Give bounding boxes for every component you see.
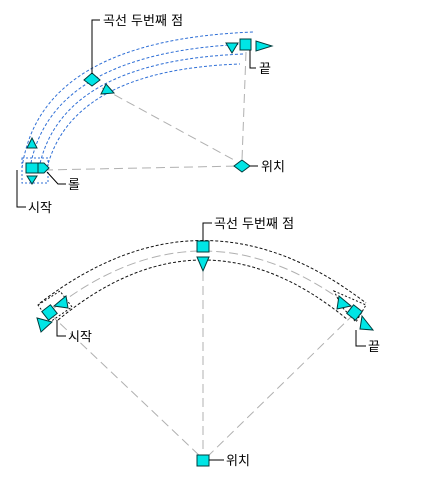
triangle-grip-icon[interactable] xyxy=(100,83,116,95)
square-grip-icon[interactable] xyxy=(25,162,39,174)
diamond-grip-icon[interactable] xyxy=(83,72,101,87)
top-grips xyxy=(25,38,274,185)
bottom-end-label: 끝 xyxy=(368,340,380,355)
triangle-grip-icon[interactable] xyxy=(52,295,69,309)
bottom-end-boxes xyxy=(37,289,367,323)
bottom-leaders xyxy=(56,222,366,461)
bottom-start-label: 시작 xyxy=(68,330,92,345)
triangle-grip-icon[interactable] xyxy=(336,295,353,310)
bottom-grips xyxy=(36,240,375,467)
bottom-end-to-location-line xyxy=(205,313,355,459)
top-start-leader xyxy=(16,170,26,208)
bottom-midpoint-label: 곡선 두번째 점 xyxy=(214,217,294,232)
triangle-grip-icon[interactable] xyxy=(196,256,210,273)
top-roll-label: 롤 xyxy=(68,178,80,193)
top-start-box xyxy=(21,157,49,184)
triangle-grip-icon[interactable] xyxy=(36,317,54,333)
top-leaders xyxy=(16,19,258,208)
top-outer-arc xyxy=(21,31,255,169)
triangle-grip-icon[interactable] xyxy=(359,314,375,331)
top-inner-arc xyxy=(46,63,241,169)
square-grip-icon[interactable] xyxy=(41,304,58,321)
triangle-grip-icon[interactable] xyxy=(225,42,239,54)
arrow-grip-icon[interactable] xyxy=(255,40,274,52)
top-end-to-location-line xyxy=(241,51,247,161)
top-end-label: 끝 xyxy=(259,62,271,77)
top-location-label: 위치 xyxy=(261,160,285,175)
top-start-to-location-line xyxy=(43,165,241,171)
top-center-arc-b xyxy=(38,53,245,169)
bottom-end-leader xyxy=(355,330,366,347)
square-grip-icon[interactable] xyxy=(196,240,210,253)
bottom-start-to-location-line xyxy=(49,313,203,459)
bottom-start-leader xyxy=(56,320,66,337)
top-end-leader xyxy=(249,50,256,69)
top-wall-arcs xyxy=(21,31,255,169)
square-grip-icon[interactable] xyxy=(239,38,252,51)
top-construction-lines xyxy=(43,51,247,171)
top-roll-leader xyxy=(46,171,66,185)
square-grip-icon[interactable] xyxy=(346,304,363,321)
top-start-label: 시작 xyxy=(28,201,52,216)
triangle-grip-icon[interactable] xyxy=(26,136,38,149)
top-figure: 곡선 두번째 점 끝 위치 롤 시작 xyxy=(16,14,285,216)
arrow-grip-icon[interactable] xyxy=(37,162,50,174)
bottom-midpoint-leader xyxy=(202,222,212,241)
top-midpoint-leader xyxy=(91,19,100,74)
bottom-location-label: 위치 xyxy=(226,454,250,469)
diamond-grip-icon[interactable] xyxy=(233,159,251,173)
triangle-grip-icon[interactable] xyxy=(26,175,38,185)
bottom-figure: 곡선 두번째 점 시작 끝 위치 xyxy=(36,217,380,469)
square-grip-icon[interactable] xyxy=(196,454,210,467)
top-midpoint-label: 곡선 두번째 점 xyxy=(103,14,183,29)
bottom-center-arc xyxy=(48,250,358,313)
bottom-start-box xyxy=(37,290,73,323)
top-midpoint-to-location-line xyxy=(101,87,235,161)
bottom-construction-lines xyxy=(49,272,355,459)
